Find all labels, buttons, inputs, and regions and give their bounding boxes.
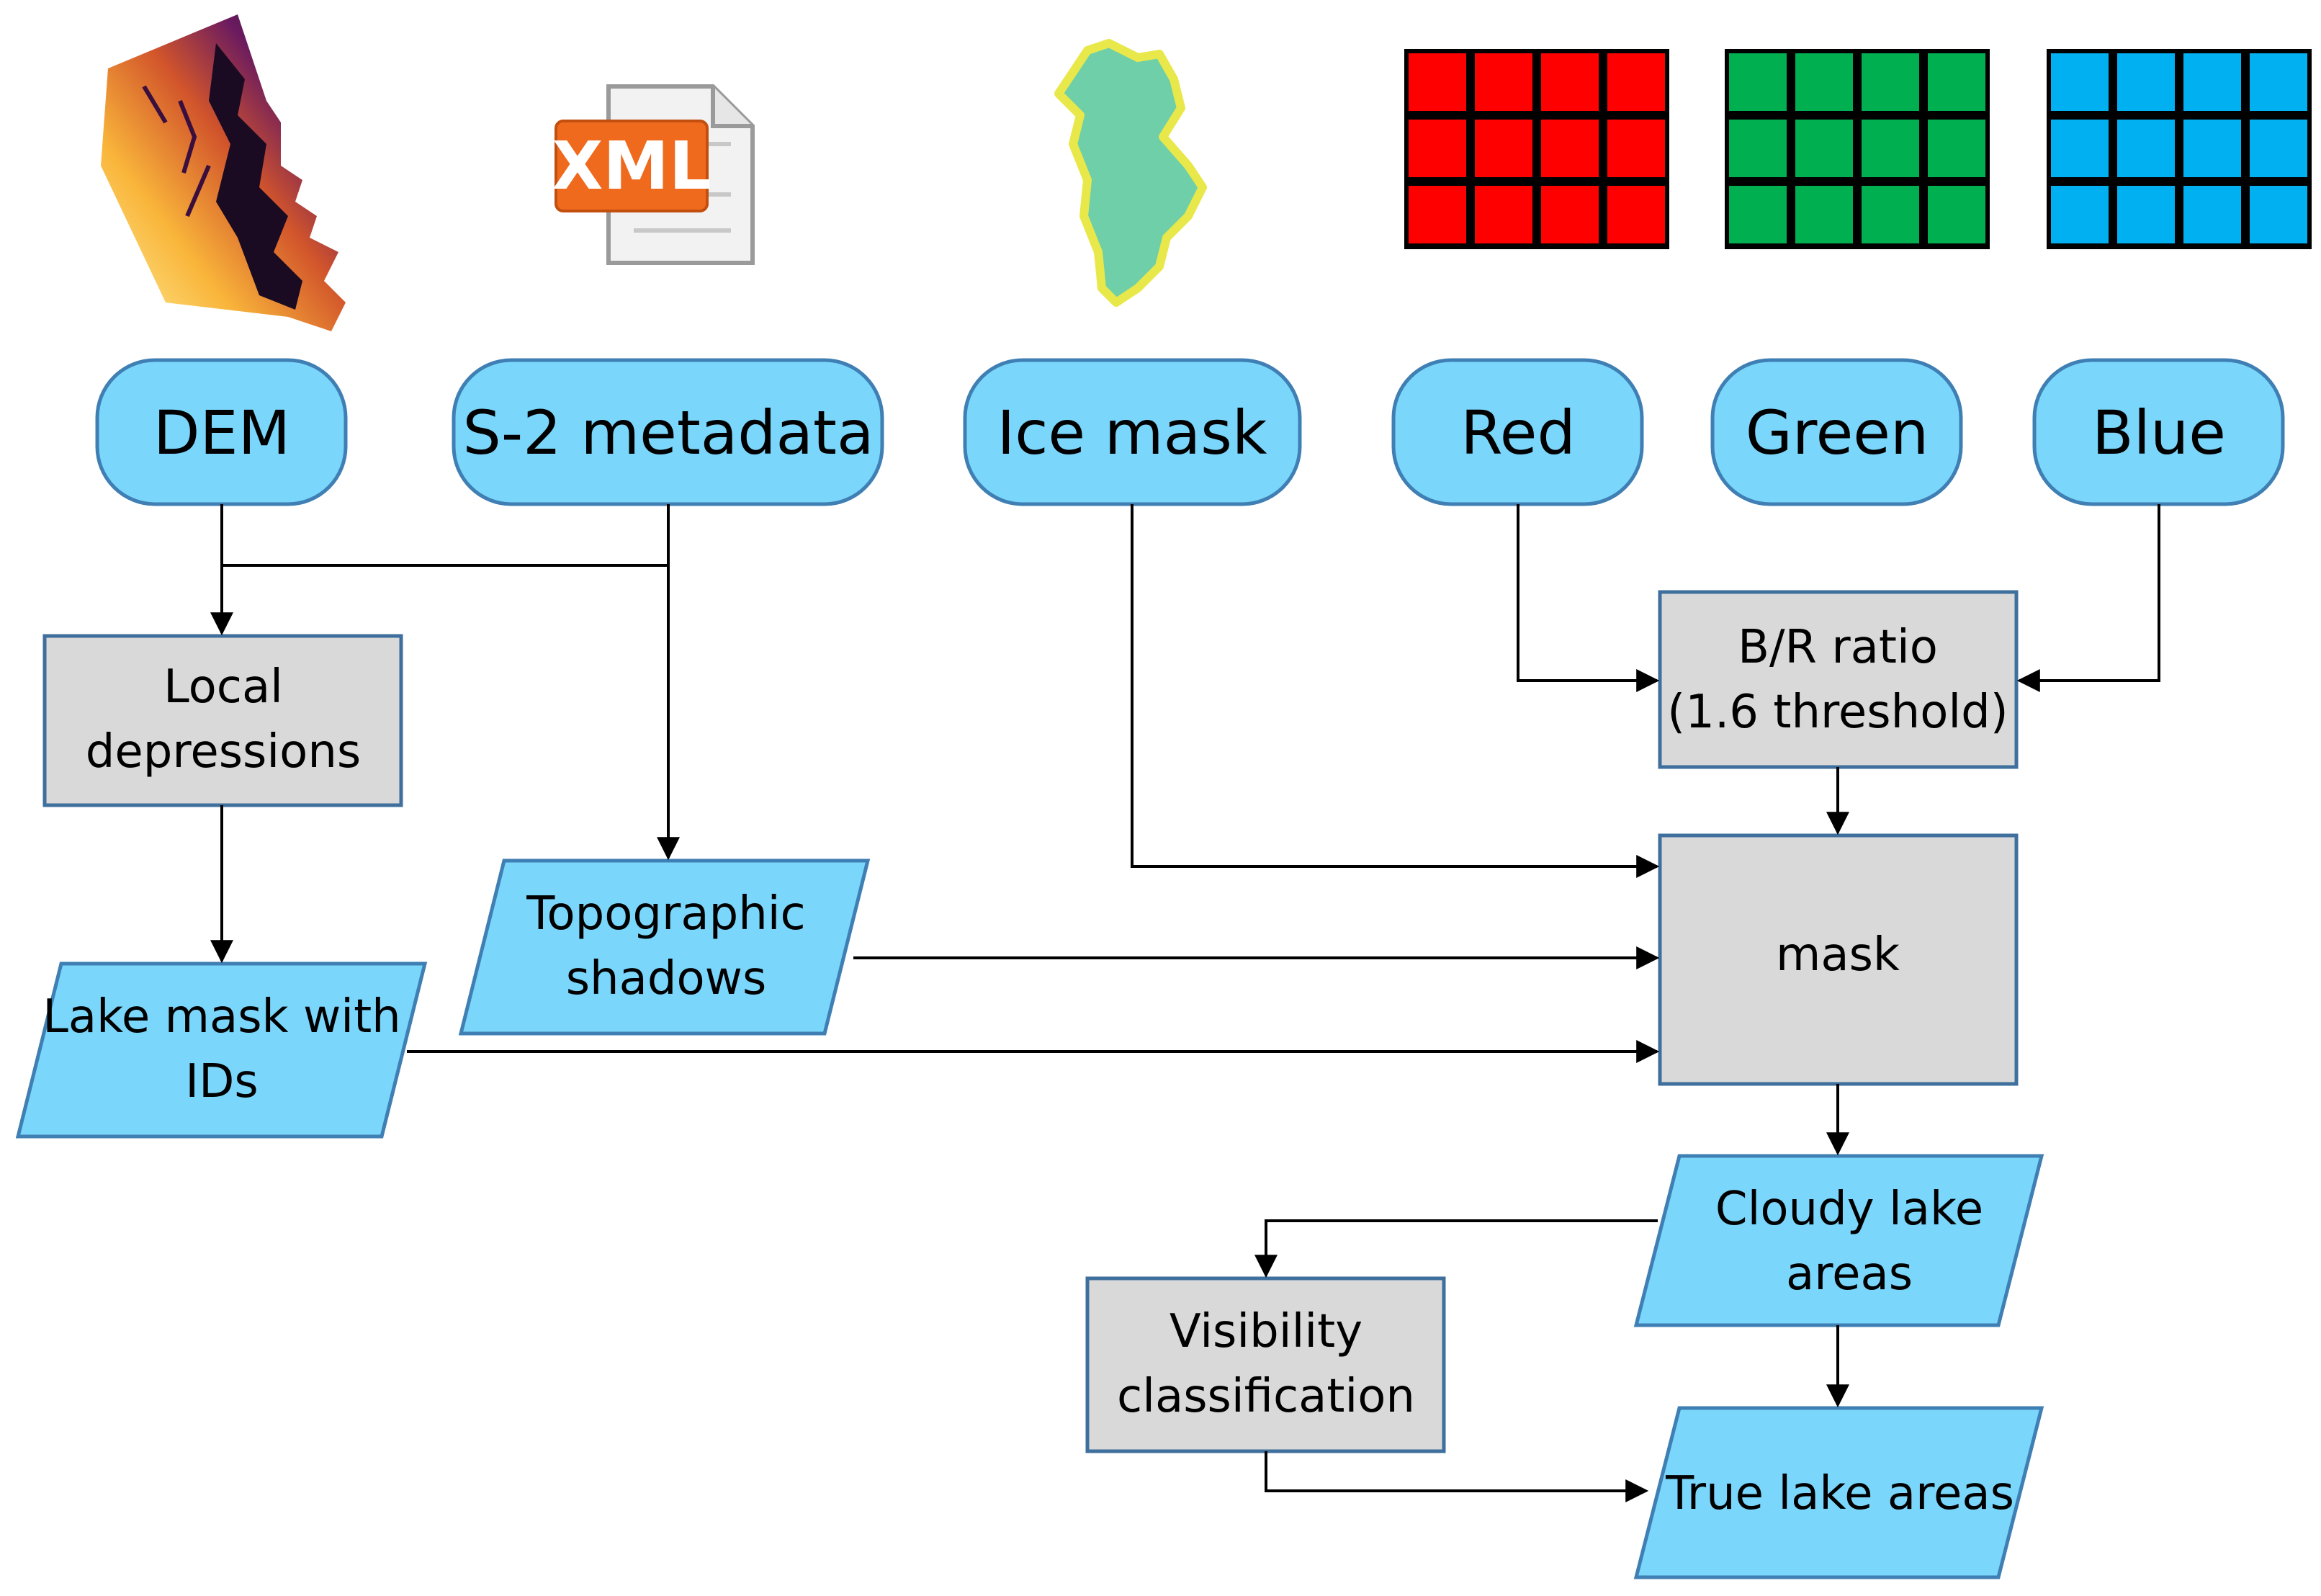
grid-cell — [2250, 186, 2307, 243]
greenland-ice-icon — [1054, 39, 1207, 307]
node-cloudy-line1: Cloudy lake — [1715, 1183, 1983, 1236]
grid-cell — [1475, 186, 1532, 243]
node-lake-mask-ids[interactable]: Lake mask with IDs — [15, 961, 428, 1139]
dem-icon — [101, 14, 346, 331]
grid-cell — [1607, 120, 1665, 177]
grid-cell — [2183, 53, 2241, 111]
node-local-depressions-line1: Local — [163, 660, 283, 714]
node-green[interactable]: Green — [1710, 358, 1963, 506]
edge-cloudy-to-visibility — [1254, 1219, 1658, 1278]
grid-cell — [1928, 120, 1985, 177]
grid-cell — [2051, 186, 2109, 243]
grid-cell — [1541, 120, 1599, 177]
grid-cell — [1409, 53, 1466, 111]
grid-cell — [1475, 120, 1532, 177]
grid-cell — [1862, 186, 1919, 243]
node-mask[interactable]: mask — [1658, 833, 2019, 1086]
node-local-depressions-line2: depressions — [86, 725, 361, 779]
node-visibility-classification[interactable]: Visibility classification — [1085, 1276, 1446, 1453]
node-visibility-line2: classification — [1117, 1370, 1415, 1423]
node-cloudy-lake-areas[interactable]: Cloudy lake areas — [1633, 1154, 2044, 1327]
grid-cell — [1475, 53, 1532, 111]
blue-band-icon — [2047, 49, 2312, 249]
node-ice-mask-label: Ice mask — [997, 398, 1267, 468]
grid-cell — [1729, 53, 1787, 111]
grid-cell — [2117, 186, 2175, 243]
grid-cell — [1409, 120, 1466, 177]
grid-cell — [1729, 120, 1787, 177]
grid-cell — [1607, 186, 1665, 243]
grid-cell — [1928, 186, 1985, 243]
node-red[interactable]: Red — [1391, 358, 1644, 506]
grid-cell — [2117, 53, 2175, 111]
node-lake-mask-line1: Lake mask with — [42, 990, 400, 1044]
node-blue[interactable]: Blue — [2032, 358, 2285, 506]
node-green-label: Green — [1746, 398, 1929, 468]
node-topographic-line2: shadows — [566, 952, 767, 1005]
node-br-ratio-line1: B/R ratio — [1738, 621, 1938, 674]
node-br-ratio-line2: (1.6 threshold) — [1667, 686, 2008, 739]
grid-cell — [2183, 186, 2241, 243]
node-red-label: Red — [1460, 398, 1576, 468]
grid-cell — [1795, 53, 1853, 111]
node-true-lake-areas[interactable]: True lake areas — [1633, 1406, 2044, 1579]
grid-cell — [1795, 186, 1853, 243]
node-lake-mask-line2: IDs — [185, 1055, 259, 1108]
green-band-icon — [1725, 49, 1990, 249]
node-dem-label: DEM — [153, 398, 290, 468]
node-dem[interactable]: DEM — [95, 358, 348, 506]
node-local-depressions[interactable]: Local depressions — [42, 634, 403, 807]
grid-cell — [1607, 53, 1665, 111]
grid-cell — [2250, 53, 2307, 111]
red-band-icon — [1404, 49, 1669, 249]
node-br-ratio[interactable]: B/R ratio (1.6 threshold) — [1658, 590, 2019, 769]
node-cloudy-line2: areas — [1786, 1247, 1913, 1301]
grid-cell — [2250, 120, 2307, 177]
xml-file-icon: XML — [552, 84, 755, 265]
grid-cell — [1541, 186, 1599, 243]
edge-ice-to-mask — [1131, 504, 1660, 878]
edge-red-to-br — [1517, 504, 1660, 692]
edge-visibility-to-true — [1265, 1451, 1649, 1502]
grid-cell — [2183, 120, 2241, 177]
node-ice-mask[interactable]: Ice mask — [963, 358, 1302, 506]
grid-cell — [1862, 53, 1919, 111]
node-topographic-line1: Topographic — [526, 887, 805, 941]
grid-cell — [1862, 120, 1919, 177]
node-true-lake-label: True lake areas — [1665, 1467, 2014, 1520]
grid-cell — [1541, 53, 1599, 111]
xml-label: XML — [552, 127, 711, 205]
node-mask-label: mask — [1776, 928, 1900, 982]
node-s2-metadata[interactable]: S-2 metadata — [452, 358, 884, 506]
connectors — [210, 504, 2160, 1502]
grid-cell — [1729, 186, 1787, 243]
node-visibility-line1: Visibility — [1170, 1305, 1362, 1358]
grid-cell — [2051, 53, 2109, 111]
node-blue-label: Blue — [2092, 398, 2226, 468]
node-s2-metadata-label: S-2 metadata — [463, 398, 874, 468]
grid-cell — [2117, 120, 2175, 177]
grid-cell — [1795, 120, 1853, 177]
node-topographic-shadows[interactable]: Topographic shadows — [458, 858, 871, 1036]
grid-cell — [2051, 120, 2109, 177]
grid-cell — [1409, 186, 1466, 243]
grid-cell — [1928, 53, 1985, 111]
edge-blue-to-br — [2016, 504, 2160, 692]
